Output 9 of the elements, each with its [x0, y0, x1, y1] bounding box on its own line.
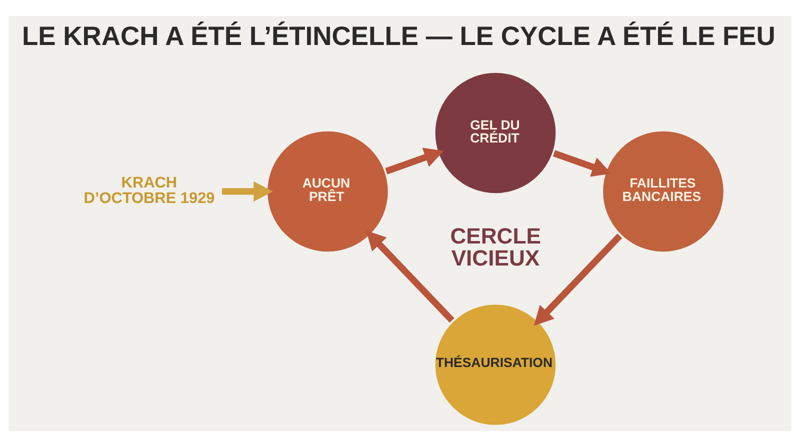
arrow [534, 234, 622, 326]
arrow [552, 150, 612, 177]
diagram-title: LE KRACH A ÉTÉ L’ÉTINCELLE — LE CYCLE A ÉTÉ LE FEU [22, 20, 776, 51]
arrow [222, 181, 273, 202]
label: CERCLE VICIEUX [450, 223, 541, 270]
node-text: KRACH D’OCTOBRE 1929 [84, 174, 215, 207]
node-circle: GEL DU CRÉDIT [432, 70, 559, 196]
arrow [385, 148, 444, 174]
arrow [366, 230, 454, 323]
